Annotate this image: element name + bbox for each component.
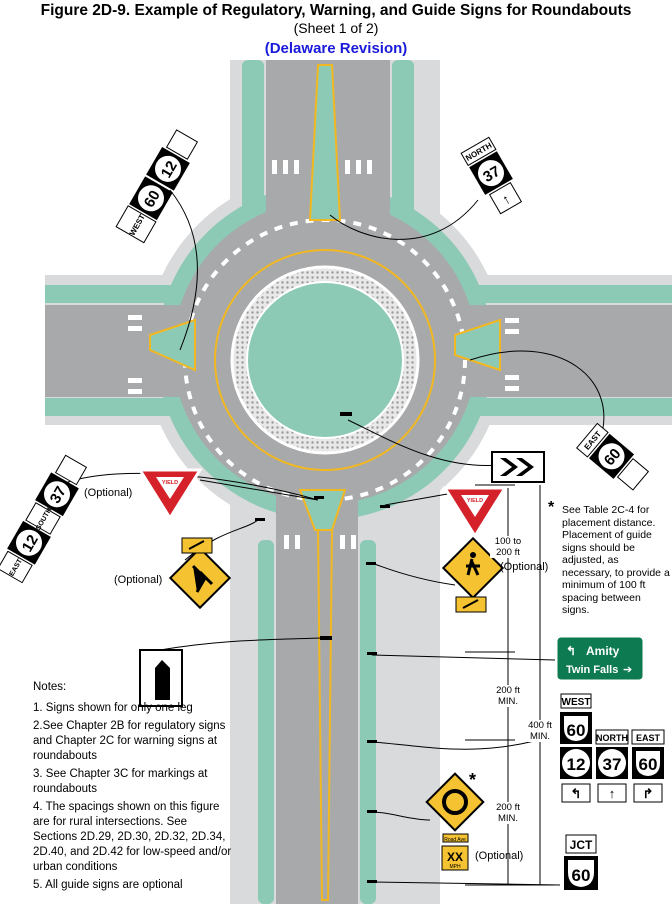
- dimension-label: 200 ft MIN.: [490, 802, 526, 824]
- left-arrow-icon: ↰: [571, 786, 582, 801]
- east-60-route-assembly: EAST 60: [576, 422, 650, 491]
- svg-text:EAST: EAST: [636, 733, 661, 743]
- dimension-label: 100 to 200 ft: [490, 536, 526, 558]
- splitter-islands: [149, 64, 501, 901]
- yield-text: YIELD: [467, 498, 483, 504]
- yield-sign: YIELD: [137, 468, 203, 521]
- sheet-label: (Sheet 1 of 2): [293, 20, 379, 36]
- placement-note-text: See Table 2C-4 for placement distance. P…: [562, 504, 670, 616]
- note-item: 3. See Chapter 3C for markings at rounda…: [33, 768, 208, 795]
- left-turn-arrow-icon: ↰: [566, 644, 576, 658]
- guide-line-1: Amity: [586, 644, 620, 658]
- placement-note: * See Table 2C-4 for placement distance.…: [548, 500, 670, 617]
- advisory-speed-sign: XX MPH: [441, 845, 469, 871]
- note-item: 1. Signs shown for only one leg: [33, 702, 193, 714]
- svg-text:12: 12: [567, 755, 586, 774]
- west-12-route-assembly: WEST 60 12: [115, 129, 199, 244]
- yield-text: YIELD: [162, 480, 178, 486]
- dimension-label: 200 ft MIN.: [490, 685, 526, 707]
- yellow-edge-line: [214, 249, 436, 471]
- crosswalks: [128, 160, 519, 549]
- route-assembly: WEST 60 NORTH EAST 12 37 60 ↰ ↑ ↱ JCT 60: [560, 693, 665, 890]
- dimension-label: 400 ft MIN.: [522, 720, 558, 742]
- svg-text:60: 60: [141, 188, 164, 211]
- note-item: 2.See Chapter 2B for regulatory signs an…: [33, 720, 226, 762]
- central-island: [246, 281, 404, 439]
- guide-line-2: Twin Falls: [566, 664, 618, 676]
- destination-guide-sign: Amity Twin Falls ↰ ➔: [556, 636, 644, 681]
- north-37-route-assembly: NORTH 37 ↑: [460, 136, 523, 215]
- optional-label: (Optional): [475, 850, 524, 862]
- keep-right-sign: [139, 649, 183, 707]
- plaque-text: Road Ave: [444, 837, 466, 843]
- note-item: 4. The spacings shown on this figure are…: [33, 801, 232, 873]
- svg-text:NORTH: NORTH: [596, 733, 628, 743]
- roundabout-warning-sign: Road Ave *: [425, 770, 485, 843]
- svg-text:60: 60: [567, 721, 586, 740]
- optional-label: (Optional): [84, 487, 133, 499]
- svg-text:60: 60: [572, 866, 591, 885]
- svg-text:37: 37: [603, 755, 622, 774]
- south-east-route-assembly: EAST 12 SOUTH 37: [0, 454, 88, 584]
- optional-label: (Optional): [500, 561, 549, 573]
- figure-title: Figure 2D-9. Example of Regulatory, Warn…: [40, 2, 632, 19]
- svg-text:37: 37: [47, 483, 70, 506]
- notes-heading: Notes:: [33, 681, 67, 693]
- svg-text:12: 12: [19, 532, 42, 555]
- asterisk: *: [548, 499, 555, 516]
- svg-text:60: 60: [639, 755, 658, 774]
- asterisk: *: [469, 770, 476, 790]
- right-arrow-icon: ↱: [643, 786, 654, 801]
- mph-text: MPH: [449, 864, 461, 870]
- pedestrian-warning-sign: [441, 536, 505, 613]
- svg-text:37: 37: [480, 163, 503, 186]
- optional-label: (Optional): [114, 574, 163, 586]
- speed-text: XX: [447, 850, 463, 864]
- yield-sign: YIELD: [442, 486, 508, 539]
- svg-text:12: 12: [158, 158, 181, 181]
- svg-text:WEST: WEST: [562, 697, 591, 708]
- right-arrow-icon: ➔: [623, 664, 632, 676]
- note-item: 5. All guide signs are optional: [33, 879, 183, 891]
- notes: Notes: 1. Signs shown for only one leg 2…: [33, 680, 233, 896]
- revision-label: (Delaware Revision): [264, 40, 408, 57]
- chevron-sign: [491, 451, 545, 483]
- pedestrian-warning-sign: [168, 537, 232, 610]
- up-arrow-icon: ↑: [609, 786, 616, 801]
- svg-text:JCT: JCT: [570, 838, 593, 852]
